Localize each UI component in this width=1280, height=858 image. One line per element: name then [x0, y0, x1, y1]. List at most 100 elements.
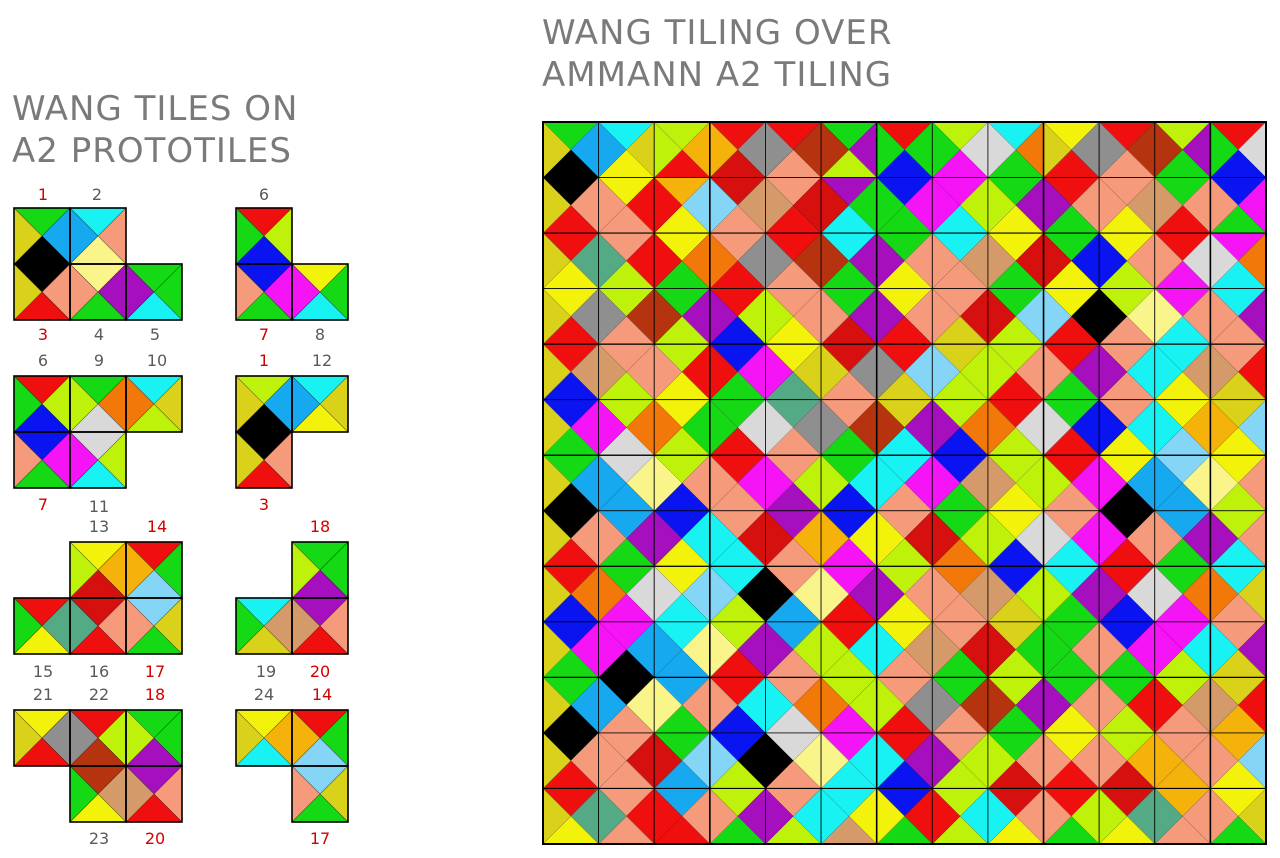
cell-diagonals — [709, 455, 766, 511]
cell-diagonals — [1210, 232, 1267, 289]
cell-diagonals — [542, 232, 599, 289]
cell-diagonals — [987, 343, 1044, 400]
tile-number-label: 22 — [89, 685, 109, 704]
tiling-cell — [764, 676, 822, 734]
tile-number-label: 6 — [38, 351, 48, 370]
big-tiling-panel — [542, 121, 1267, 845]
cell-diagonals — [598, 621, 655, 678]
tiling-cell — [709, 288, 766, 345]
tiling-cell — [709, 732, 766, 789]
tiling-cell — [1043, 732, 1100, 789]
cell-diagonals — [598, 288, 655, 345]
cell-diagonals — [765, 177, 822, 234]
tiling-cell — [1154, 177, 1211, 234]
cell-diagonals — [1154, 399, 1211, 456]
cell-diagonals — [598, 399, 655, 456]
tile-number-label: 17 — [145, 662, 165, 681]
tile-number-label: 2 — [92, 185, 102, 204]
cell-diagonals — [542, 788, 599, 845]
tiling-cell — [709, 343, 766, 401]
tiling-cell — [931, 288, 989, 345]
tiling-cell — [987, 177, 1045, 234]
tiling-cell — [1154, 565, 1211, 623]
tiling-cell — [820, 732, 878, 789]
tile-number-label: 5 — [150, 325, 160, 344]
tiling-cell — [598, 787, 655, 845]
prototile-3-wang-tile — [125, 375, 183, 433]
cell-diagonals — [987, 510, 1044, 567]
cell-diagonals — [1043, 566, 1100, 623]
cell-diagonals — [820, 177, 877, 234]
cell-diagonals — [932, 177, 989, 234]
cell-diagonals — [820, 788, 877, 845]
tiling-cell — [598, 510, 655, 567]
cell-diagonals — [654, 677, 711, 734]
tile-diagonals — [69, 597, 127, 655]
cell-diagonals — [820, 232, 877, 289]
prototile-4-wang-tile — [291, 375, 349, 433]
tiling-cell — [1209, 399, 1267, 456]
tiling-cell — [542, 454, 600, 512]
tiling-cell — [1043, 621, 1100, 678]
tiling-cell — [1043, 454, 1100, 512]
cell-diagonals — [1043, 677, 1100, 734]
tile-number-label: 3 — [259, 495, 269, 514]
tiling-cell — [653, 288, 711, 345]
tiling-cell — [987, 288, 1045, 345]
cell-diagonals — [654, 177, 711, 234]
prototile-outline — [291, 263, 349, 321]
left-title-line1: WANG TILES ON — [12, 89, 299, 129]
tile-diagonals — [69, 765, 127, 823]
tiling-cell — [1098, 232, 1156, 290]
tiling-cell — [653, 343, 711, 401]
tiling-cell — [1209, 621, 1267, 678]
prototile-6-wang-tile — [291, 541, 349, 599]
prototile-1-wang-tile — [13, 207, 71, 265]
tiling-cell — [987, 232, 1045, 290]
tiling-cell — [876, 732, 933, 789]
cell-diagonals — [765, 788, 822, 845]
tiling-cell — [542, 343, 600, 401]
cell-diagonals — [542, 732, 599, 789]
tiling-cell — [1043, 787, 1100, 845]
tiling-cell — [1209, 177, 1267, 234]
tiling-cell — [1098, 399, 1156, 456]
tiling-cell — [1154, 510, 1211, 567]
tile-number-label: 9 — [94, 351, 104, 370]
tiling-cell — [987, 343, 1045, 401]
tiling-cell — [1043, 177, 1100, 234]
tiling-cell — [1043, 399, 1100, 456]
prototile-2-wang-tile — [235, 207, 293, 265]
tile-diagonals — [69, 375, 127, 433]
cell-diagonals — [1098, 510, 1155, 567]
prototile-outline — [125, 597, 183, 655]
tiling-cell — [1154, 621, 1211, 678]
tile-number-label: 10 — [147, 351, 167, 370]
cell-diagonals — [598, 510, 655, 567]
cell-diagonals — [1210, 343, 1267, 400]
tiling-cell — [931, 121, 989, 179]
cell-diagonals — [1043, 232, 1100, 289]
prototile-2-wang-tile — [235, 263, 293, 321]
cell-diagonals — [987, 677, 1044, 734]
tile-diagonals — [291, 765, 349, 823]
cell-diagonals — [1098, 121, 1155, 178]
cell-diagonals — [987, 399, 1044, 456]
tiling-cell — [653, 454, 711, 512]
tiling-cell — [598, 288, 655, 345]
cell-diagonals — [542, 399, 599, 456]
cell-diagonals — [709, 566, 766, 623]
cell-diagonals — [1098, 343, 1155, 400]
prototile-5-wang-tile — [69, 597, 127, 655]
tile-number-label: 8 — [315, 325, 325, 344]
tiling-cell — [764, 232, 822, 290]
cell-diagonals — [987, 121, 1044, 178]
tile-diagonals — [13, 431, 71, 489]
tiling-cell — [876, 454, 933, 512]
cell-diagonals — [1210, 566, 1267, 623]
tiling-cell — [598, 177, 655, 234]
tile-number-label: 1 — [38, 185, 48, 204]
